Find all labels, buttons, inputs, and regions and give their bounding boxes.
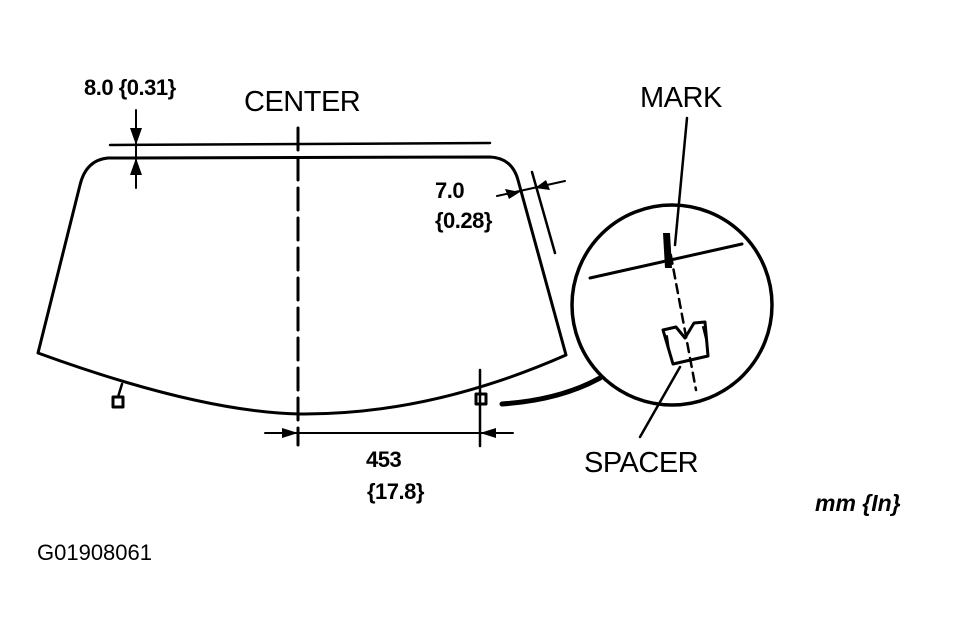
arrow-left-icon: [480, 428, 496, 438]
spacer-offset-in: {17.8}: [367, 479, 424, 504]
spacer-right-icon: [474, 392, 488, 406]
detail-body-edge: [588, 242, 744, 280]
spacer-leader: [638, 365, 682, 439]
arrow-down-icon: [130, 128, 142, 145]
side-gap-in: {0.28}: [435, 208, 492, 233]
figure-code: G01908061: [37, 540, 152, 565]
center-label: CENTER: [244, 86, 361, 118]
arrow-right-icon: [282, 428, 298, 438]
mark-triangle-icon: [663, 233, 672, 268]
detail-alignment-line: [666, 238, 698, 392]
body-opening-side-line: [530, 170, 557, 255]
side-gap-mm: 7.0: [435, 178, 465, 203]
arrow-right-icon: [505, 189, 520, 199]
arrow-up-icon: [130, 158, 142, 175]
arrow-left-icon: [535, 180, 550, 190]
mark-leader: [673, 116, 689, 247]
magnify-leader: [499, 375, 603, 407]
detail-circle: [570, 203, 774, 407]
body-opening-top-line: [108, 141, 492, 147]
mark-label: MARK: [640, 82, 722, 114]
spacer-detail-icon: [661, 320, 710, 366]
top-gap-dimension: 8.0 {0.31}: [84, 75, 176, 100]
windshield-outline: [36, 155, 568, 416]
spacer-label: SPACER: [584, 447, 699, 479]
spacer-offset-mm: 453: [366, 447, 402, 472]
units-label: mm {In}: [815, 490, 901, 516]
spacer-left-icon: [111, 395, 125, 409]
